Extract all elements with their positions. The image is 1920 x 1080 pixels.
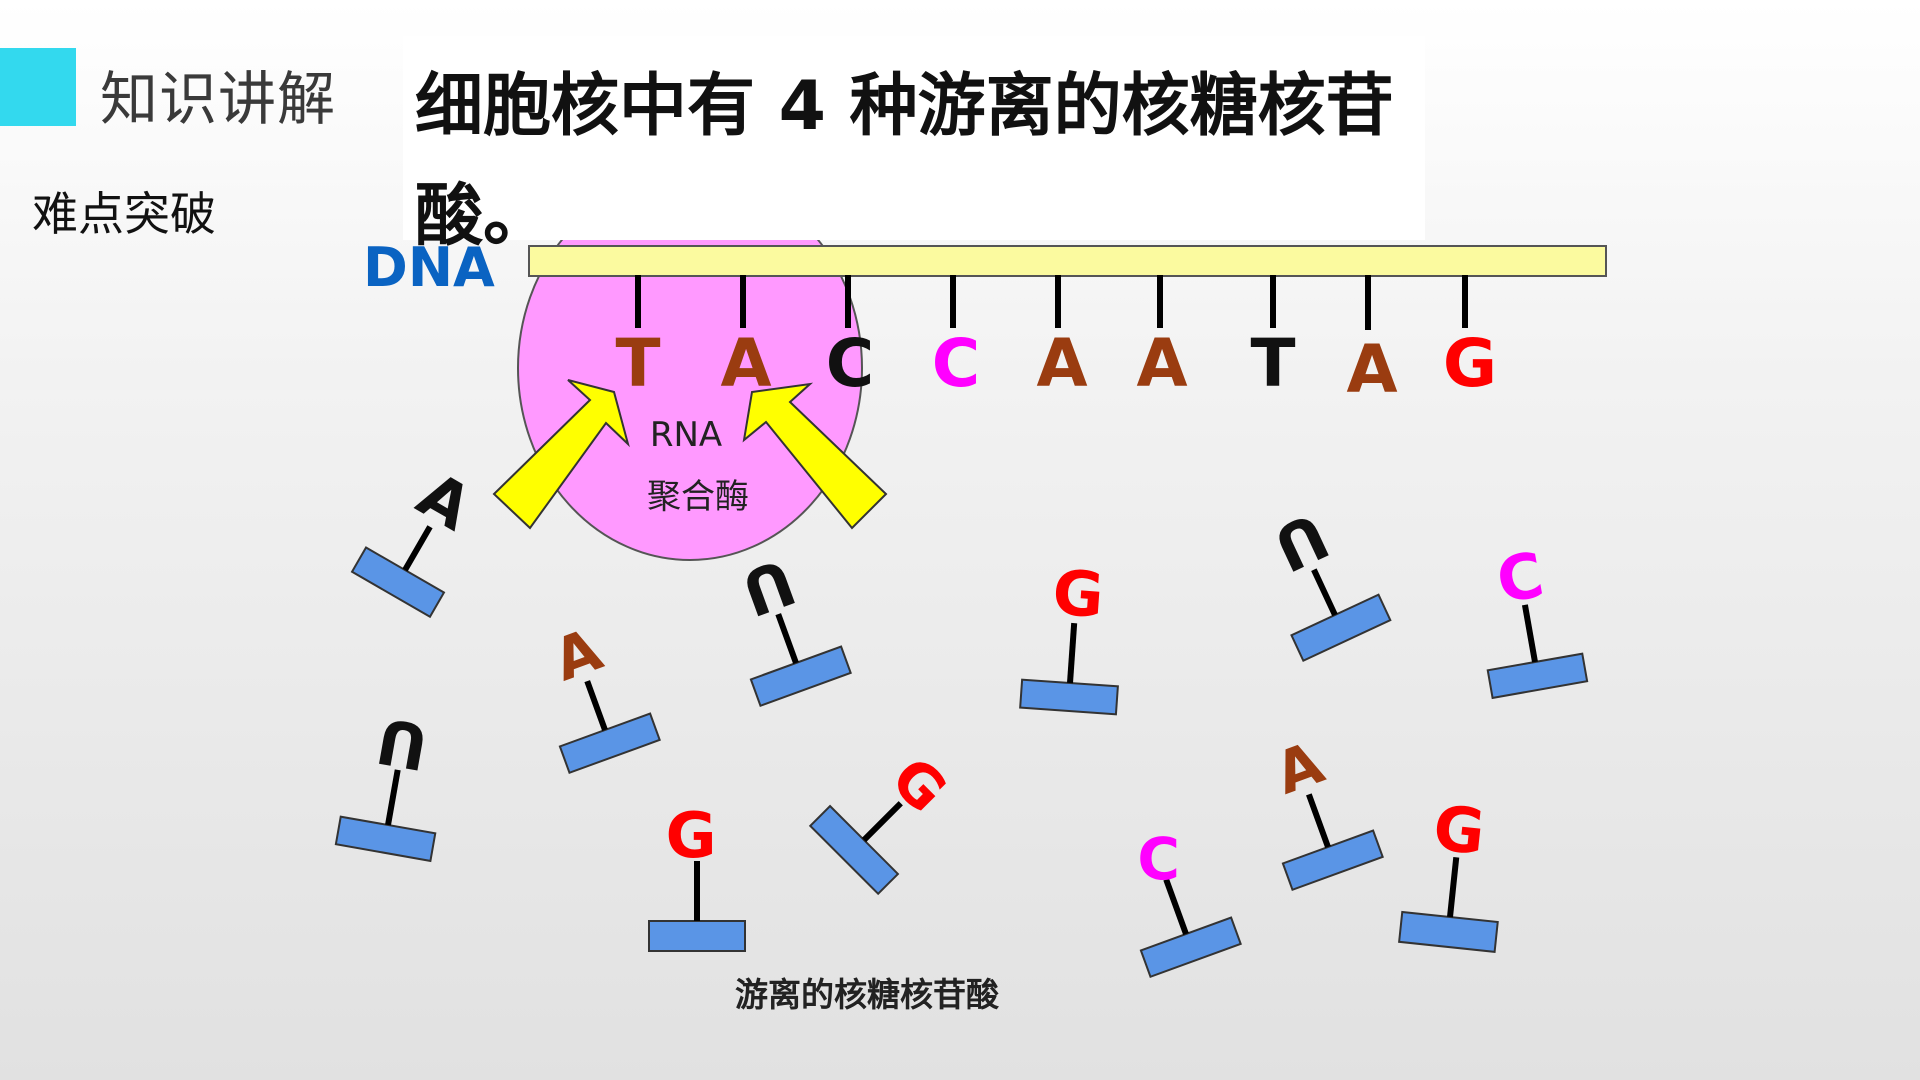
arrow-right xyxy=(742,382,888,530)
page-heading: 细胞核中有 4 种游离的核糖核苷酸。 xyxy=(415,67,1394,256)
nucleotide: U xyxy=(732,544,852,708)
nucleotide-base: U xyxy=(732,544,804,630)
free-nucleotides: A U G U C A xyxy=(334,458,1589,979)
dna-base: G xyxy=(1443,325,1497,402)
nucleotide: U xyxy=(334,703,437,863)
nucleotide-base: G xyxy=(1050,556,1106,632)
dna-base: C xyxy=(932,325,980,402)
enzyme-label-1: RNA xyxy=(650,415,722,455)
nucleotide-base: U xyxy=(1263,498,1339,585)
dna-base: C xyxy=(826,325,874,402)
dna-label: DNA xyxy=(363,236,495,299)
nucleotide: G xyxy=(648,799,746,952)
dna-bases: T A C C A A T A G xyxy=(615,325,1497,408)
nucleotide-base: C xyxy=(1137,825,1180,893)
nucleotide: A xyxy=(545,615,661,775)
nucleotide-base: C xyxy=(1491,538,1549,618)
nucleotide: C xyxy=(1486,538,1589,700)
dna-base: T xyxy=(1250,325,1295,402)
dna-base: A xyxy=(1346,331,1397,408)
nucleotide: G xyxy=(808,744,960,896)
free-nucleotides-label: 游离的核糖核苷酸 xyxy=(735,975,999,1014)
dna-strand xyxy=(528,245,1607,277)
nucleotide-base: A xyxy=(406,458,484,545)
nucleotide: A xyxy=(350,458,484,619)
nucleotide-base: A xyxy=(1267,728,1333,807)
nucleotide-base: G xyxy=(666,799,717,872)
enzyme-label-2: 聚合酶 xyxy=(647,477,749,517)
dna-base-stems xyxy=(635,275,1468,330)
dna-base: T xyxy=(615,325,660,402)
subsection-label: 难点突破 xyxy=(32,187,216,241)
nucleotide-base: G xyxy=(1430,791,1488,869)
dna-base: A xyxy=(1036,325,1087,402)
nucleotide: U xyxy=(1263,498,1392,662)
nucleotide: G xyxy=(1019,556,1119,716)
accent-block xyxy=(0,48,76,126)
arrow-left xyxy=(492,379,630,530)
heading-box xyxy=(403,36,1425,240)
dna-base: A xyxy=(1136,325,1187,402)
nucleotide: A xyxy=(1267,728,1384,892)
nucleotide-base: U xyxy=(371,703,433,784)
dna-base: A xyxy=(720,325,771,402)
nucleotide-base: A xyxy=(545,615,611,694)
nucleotide: G xyxy=(1398,791,1499,953)
section-title: 知识讲解 xyxy=(100,65,337,133)
nucleotide: C xyxy=(1137,825,1242,979)
